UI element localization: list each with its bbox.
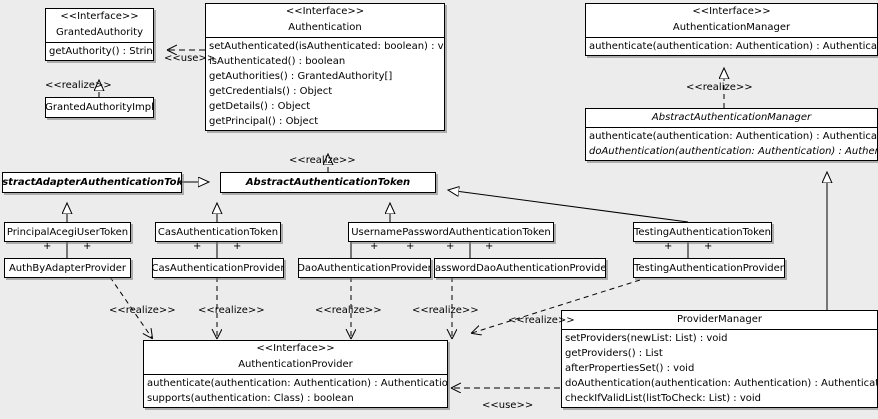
realize-label-cas-provider: <<realize>> (198, 305, 265, 316)
association-marker-plus: + (664, 241, 673, 252)
class-testing-authentication-token[interactable]: TestingAuthenticationToken (633, 222, 772, 242)
class-granted-authority[interactable]: <<Interface>> GrantedAuthority getAuthor… (45, 8, 154, 61)
class-header: AbstractAuthenticationManager (586, 109, 877, 127)
realize-label-authentication-manager: <<realize>> (686, 82, 753, 93)
class-name: AuthenticationProvider (238, 358, 353, 370)
class-abstract-adapter-authentication-token[interactable]: AbstractAdapterAuthenticationToken (2, 172, 182, 193)
class-name: GrantedAuthorityImpl (45, 102, 154, 113)
class-principal-acegi-user-token[interactable]: PrincipalAcegiUserToken (4, 222, 131, 242)
class-testing-authentication-provider[interactable]: TestingAuthenticationProvider (633, 258, 785, 278)
operation: getProviders() : List (565, 347, 663, 359)
class-name: Authentication (288, 21, 362, 33)
class-header: <<Interface>> AuthenticationManager (586, 4, 877, 37)
realize-label-testing-provider: <<realize>> (508, 315, 575, 326)
association-marker-plus: + (406, 241, 415, 252)
operation: authenticate(authentication: Authenticat… (147, 378, 447, 389)
association-marker-plus: + (193, 241, 202, 252)
stereotype-interface: <<Interface>> (285, 6, 365, 17)
class-name: DaoAuthenticationProvider (298, 262, 431, 274)
realize-label-auth-by-adapter: <<realize>> (109, 305, 176, 316)
class-name: TestingAuthenticationToken (633, 226, 772, 238)
realize-label-abstract-authentication-token: <<realize>> (289, 155, 356, 166)
class-name: GrantedAuthority (55, 26, 144, 38)
class-authentication-manager[interactable]: <<Interface>> AuthenticationManager auth… (585, 3, 878, 56)
class-name: PrincipalAcegiUserToken (6, 226, 129, 238)
class-auth-by-adapter-provider[interactable]: AuthByAdapterProvider (4, 258, 131, 278)
class-name: UsernamePasswordAuthenticationToken (351, 226, 551, 238)
class-header: <<Interface>> GrantedAuthority (46, 9, 153, 42)
association-marker-plus: + (704, 241, 713, 252)
class-name: CasAuthenticationProvider (152, 262, 284, 274)
association-marker-plus: + (83, 241, 92, 252)
operation: checkIfValidList(listToCheck: List) : vo… (565, 392, 762, 404)
operations-compartment: authenticate(authentication: Authenticat… (144, 374, 447, 407)
operation: setProviders(newList: List) : void (565, 332, 728, 344)
class-granted-authority-impl[interactable]: GrantedAuthorityImpl (45, 97, 154, 118)
class-header: <<Interface>> Authentication (206, 4, 444, 37)
operations-compartment: authenticate(authentication: Authenticat… (586, 126, 877, 160)
class-abstract-authentication-manager[interactable]: AbstractAuthenticationManager authentica… (585, 108, 878, 161)
class-authentication[interactable]: <<Interface>> Authentication setAuthenti… (205, 3, 445, 131)
operation: getAuthorities() : GrantedAuthority[] (209, 71, 393, 82)
class-name: AbstractAuthenticationToken (245, 177, 411, 188)
operation: isAuthenticated() : boolean (209, 56, 346, 67)
use-label-authentication-granted-authority: <<use>> (164, 53, 216, 64)
operation: getCredentials() : Object (209, 86, 333, 97)
operation: doAuthentication(authentication: Authent… (565, 377, 877, 389)
operation: getPrincipal() : Object (209, 116, 319, 127)
class-cas-authentication-token[interactable]: CasAuthenticationToken (155, 222, 281, 242)
class-abstract-authentication-token[interactable]: AbstractAuthenticationToken (220, 172, 436, 193)
operation: afterPropertiesSet() : void (565, 362, 695, 374)
operation: doAuthentication(authentication: Authent… (589, 145, 877, 157)
use-label-provider-manager: <<use>> (482, 400, 534, 411)
operations-compartment: setAuthenticated(isAuthenticated: boolea… (206, 37, 444, 130)
class-name: PasswordDaoAuthenticationProvider (434, 262, 606, 274)
class-name: TestingAuthenticationProvider (634, 262, 784, 274)
operation: authenticate(authentication: Authenticat… (589, 130, 877, 142)
association-marker-plus: + (233, 241, 242, 252)
operation: getDetails() : Object (209, 101, 311, 112)
class-header: ProviderManager (562, 311, 877, 329)
class-name: AuthByAdapterProvider (8, 262, 127, 274)
stereotype-interface: <<Interface>> (60, 11, 139, 22)
operation: getAuthority() : String (49, 46, 153, 57)
class-cas-authentication-provider[interactable]: CasAuthenticationProvider (152, 258, 284, 278)
class-header: <<Interface>> AuthenticationProvider (144, 341, 447, 374)
class-name: AbstractAuthenticationManager (651, 112, 812, 123)
stereotype-interface: <<Interface>> (692, 6, 771, 17)
operations-compartment: getAuthority() : String (46, 42, 153, 60)
realize-label-password-dao-provider: <<realize>> (412, 305, 479, 316)
class-name: AuthenticationManager (672, 21, 791, 33)
operation: authenticate(authentication: Authenticat… (589, 41, 877, 52)
class-provider-manager[interactable]: ProviderManager setProviders(newList: Li… (561, 310, 878, 408)
stereotype-interface: <<Interface>> (256, 343, 335, 354)
class-name: CasAuthenticationToken (157, 226, 279, 238)
realize-label-dao-provider: <<realize>> (315, 305, 382, 316)
operation: setAuthenticated(isAuthenticated: boolea… (209, 41, 444, 52)
operations-compartment: authenticate(authentication: Authenticat… (586, 37, 877, 55)
association-marker-plus: + (446, 241, 455, 252)
operations-compartment: setProviders(newList: List) : void getPr… (562, 328, 877, 407)
association-marker-plus: + (43, 241, 52, 252)
association-marker-plus: + (370, 241, 379, 252)
class-name: AbstractAdapterAuthenticationToken (2, 177, 181, 188)
realize-label-granted-authority: <<realize>> (45, 80, 112, 91)
class-authentication-provider[interactable]: <<Interface>> AuthenticationProvider aut… (143, 340, 448, 408)
class-password-dao-authentication-provider[interactable]: PasswordDaoAuthenticationProvider (434, 258, 606, 278)
class-name: ProviderManager (676, 314, 762, 325)
class-dao-authentication-provider[interactable]: DaoAuthenticationProvider (298, 258, 431, 278)
association-marker-plus: + (485, 241, 494, 252)
operation: supports(authentication: Class) : boolea… (147, 393, 354, 404)
class-username-password-authentication-token[interactable]: UsernamePasswordAuthenticationToken (348, 222, 554, 242)
